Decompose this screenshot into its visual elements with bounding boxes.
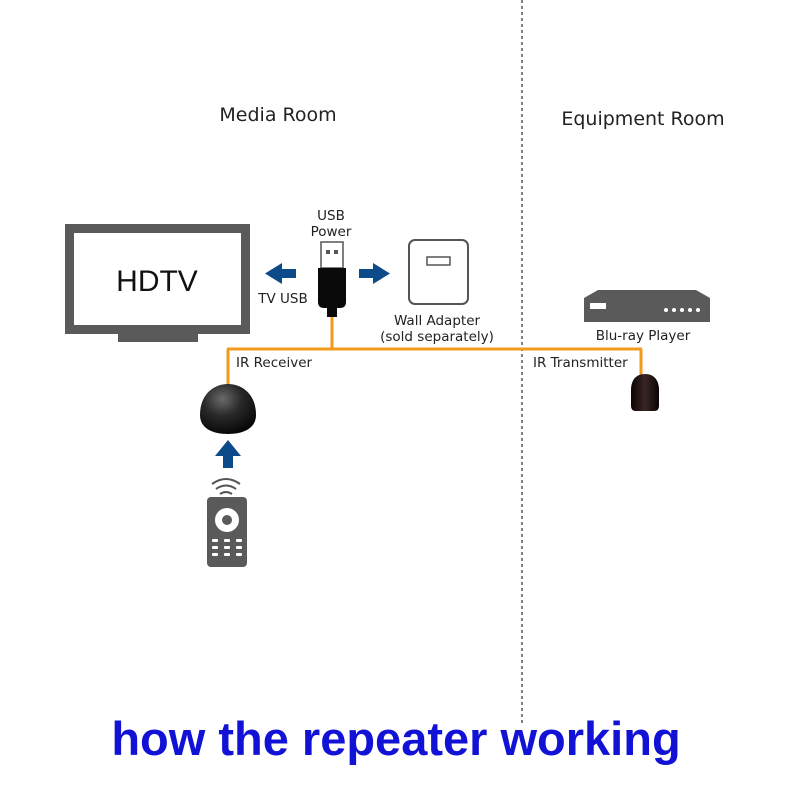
remote-control-icon <box>207 497 247 567</box>
media-room-label: Media Room <box>219 104 336 126</box>
equipment-room-label: Equipment Room <box>561 108 724 130</box>
ir-transmitter-icon <box>631 374 659 411</box>
bluray-player-icon <box>584 290 710 322</box>
wall-adapter-label-line2: (sold separately) <box>380 329 494 345</box>
wall-adapter-label-line1: Wall Adapter <box>394 313 481 329</box>
ir-receiver-icon <box>200 384 256 434</box>
usb-plug-icon <box>318 241 346 317</box>
usb-power-label-line1: USB <box>317 208 345 224</box>
arrow-right-icon <box>359 263 390 284</box>
caption: how the repeater working <box>111 712 680 765</box>
usb-power-label-line2: Power <box>311 224 352 240</box>
ir-transmitter-label: IR Transmitter <box>533 355 628 371</box>
ir-receiver-label: IR Receiver <box>236 355 313 371</box>
arrow-left-icon <box>265 263 296 284</box>
hdtv-icon <box>65 224 250 342</box>
arrow-up-icon <box>215 440 241 468</box>
wall-adapter-icon <box>408 239 469 305</box>
bluray-player-label: Blu-ray Player <box>596 328 691 344</box>
hdtv-label: HDTV <box>116 265 198 298</box>
cable <box>226 317 643 388</box>
tv-usb-label: TV USB <box>257 291 308 307</box>
signal-waves-icon <box>211 478 241 495</box>
